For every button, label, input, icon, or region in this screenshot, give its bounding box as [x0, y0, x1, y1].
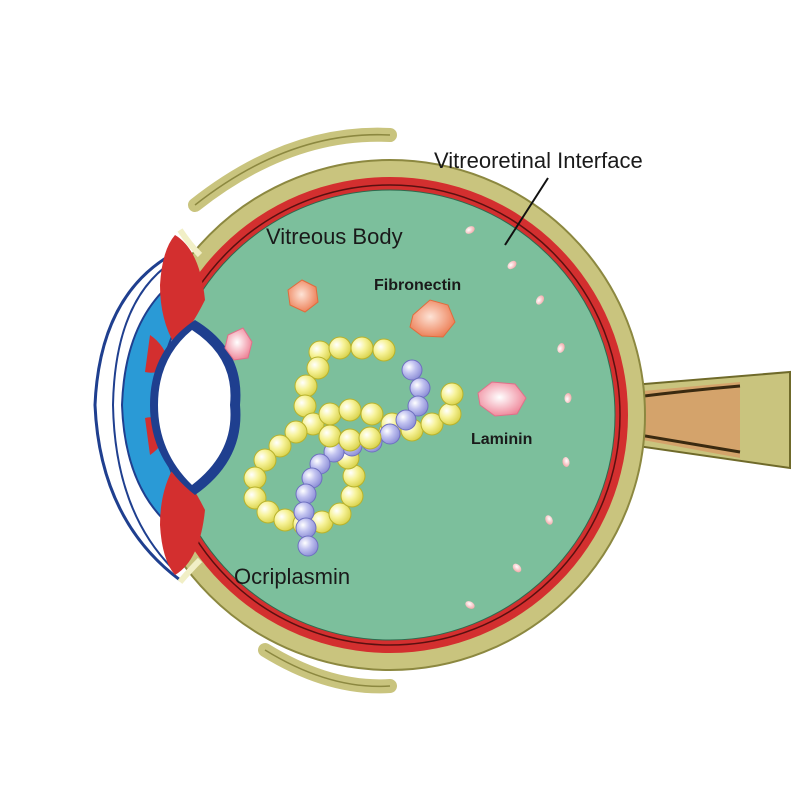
label-laminin: Laminin — [471, 431, 532, 448]
bead — [306, 356, 330, 380]
bead — [379, 423, 401, 445]
bead — [407, 395, 429, 417]
bead — [295, 517, 317, 539]
bead — [338, 398, 362, 422]
bead — [372, 338, 396, 362]
bead — [338, 428, 362, 452]
bead — [360, 402, 384, 426]
bead — [318, 402, 342, 426]
bead — [358, 426, 382, 450]
bead — [297, 535, 319, 557]
bead — [284, 420, 308, 444]
interface-dots — [465, 226, 572, 609]
bead — [340, 484, 364, 508]
bead — [295, 483, 317, 505]
purple-bead-chain — [293, 359, 431, 557]
laminin-blobs — [224, 327, 527, 417]
bead — [318, 424, 342, 448]
bead — [440, 382, 464, 406]
bead — [420, 412, 444, 436]
bead — [253, 448, 277, 472]
label-vitreoretinal-interface: Vitreoretinal Interface — [434, 148, 643, 173]
bead — [328, 502, 352, 526]
bead — [401, 359, 423, 381]
bead — [409, 377, 431, 399]
bead — [294, 374, 318, 398]
ciliary-body — [160, 235, 205, 345]
bead — [243, 466, 267, 490]
bead — [273, 508, 297, 532]
lens — [150, 320, 241, 495]
bead — [268, 434, 292, 458]
label-vitreous-body: Vitreous Body — [266, 224, 403, 249]
bead — [350, 336, 374, 360]
fibronectin-blobs — [287, 279, 456, 338]
label-fibronectin: Fibronectin — [374, 277, 461, 294]
bead — [328, 336, 352, 360]
bead — [395, 409, 417, 431]
bead — [438, 402, 462, 426]
vitreoretinal-interface-pointer — [504, 177, 549, 246]
label-ocriplasmin: Ocriplasmin — [234, 564, 350, 589]
